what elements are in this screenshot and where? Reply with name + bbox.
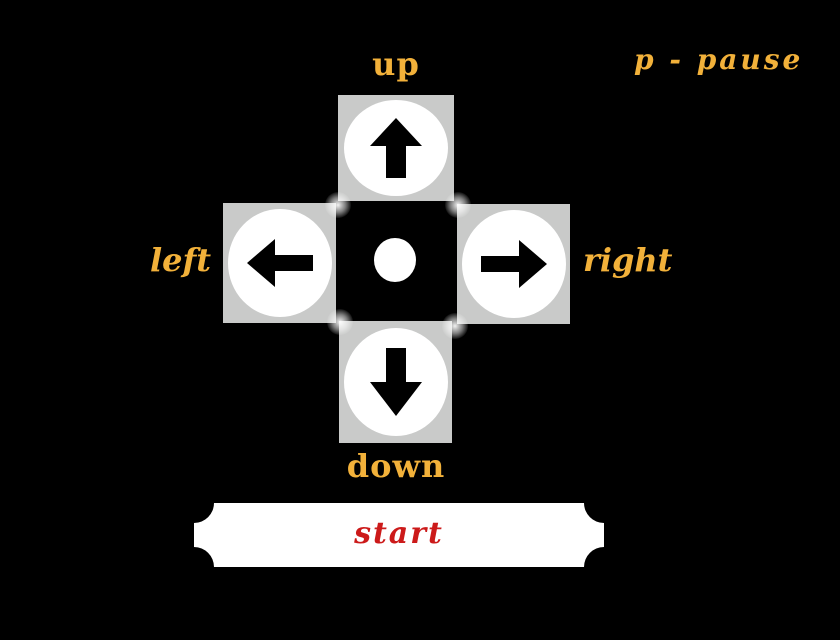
corner-glow [327,309,353,335]
pause-hint: p - pause [634,43,804,76]
start-button-label: start [354,516,444,551]
right-key-face [461,210,566,318]
start-button-frame [194,503,604,567]
right-label: right [583,241,673,279]
left-label: left [150,241,212,279]
up-label: up [372,45,420,83]
arrow-up-icon [370,118,422,178]
up-key-face [344,100,448,196]
corner-glow [445,192,471,218]
start-button-wrapper: start [194,503,604,567]
down-key[interactable] [339,321,452,443]
arrow-down-icon [369,348,422,416]
start-button[interactable]: start [194,503,604,567]
arrow-left-icon [246,239,313,287]
dot-icon [374,238,416,282]
corner-glow [325,192,351,218]
down-key-face [343,328,448,436]
corner-glow [442,313,468,339]
left-key-face [227,209,332,317]
left-key[interactable] [223,203,336,323]
down-label: down [346,447,446,485]
up-key[interactable] [338,95,454,201]
right-key[interactable] [457,204,570,324]
arrow-right-icon [480,240,547,288]
